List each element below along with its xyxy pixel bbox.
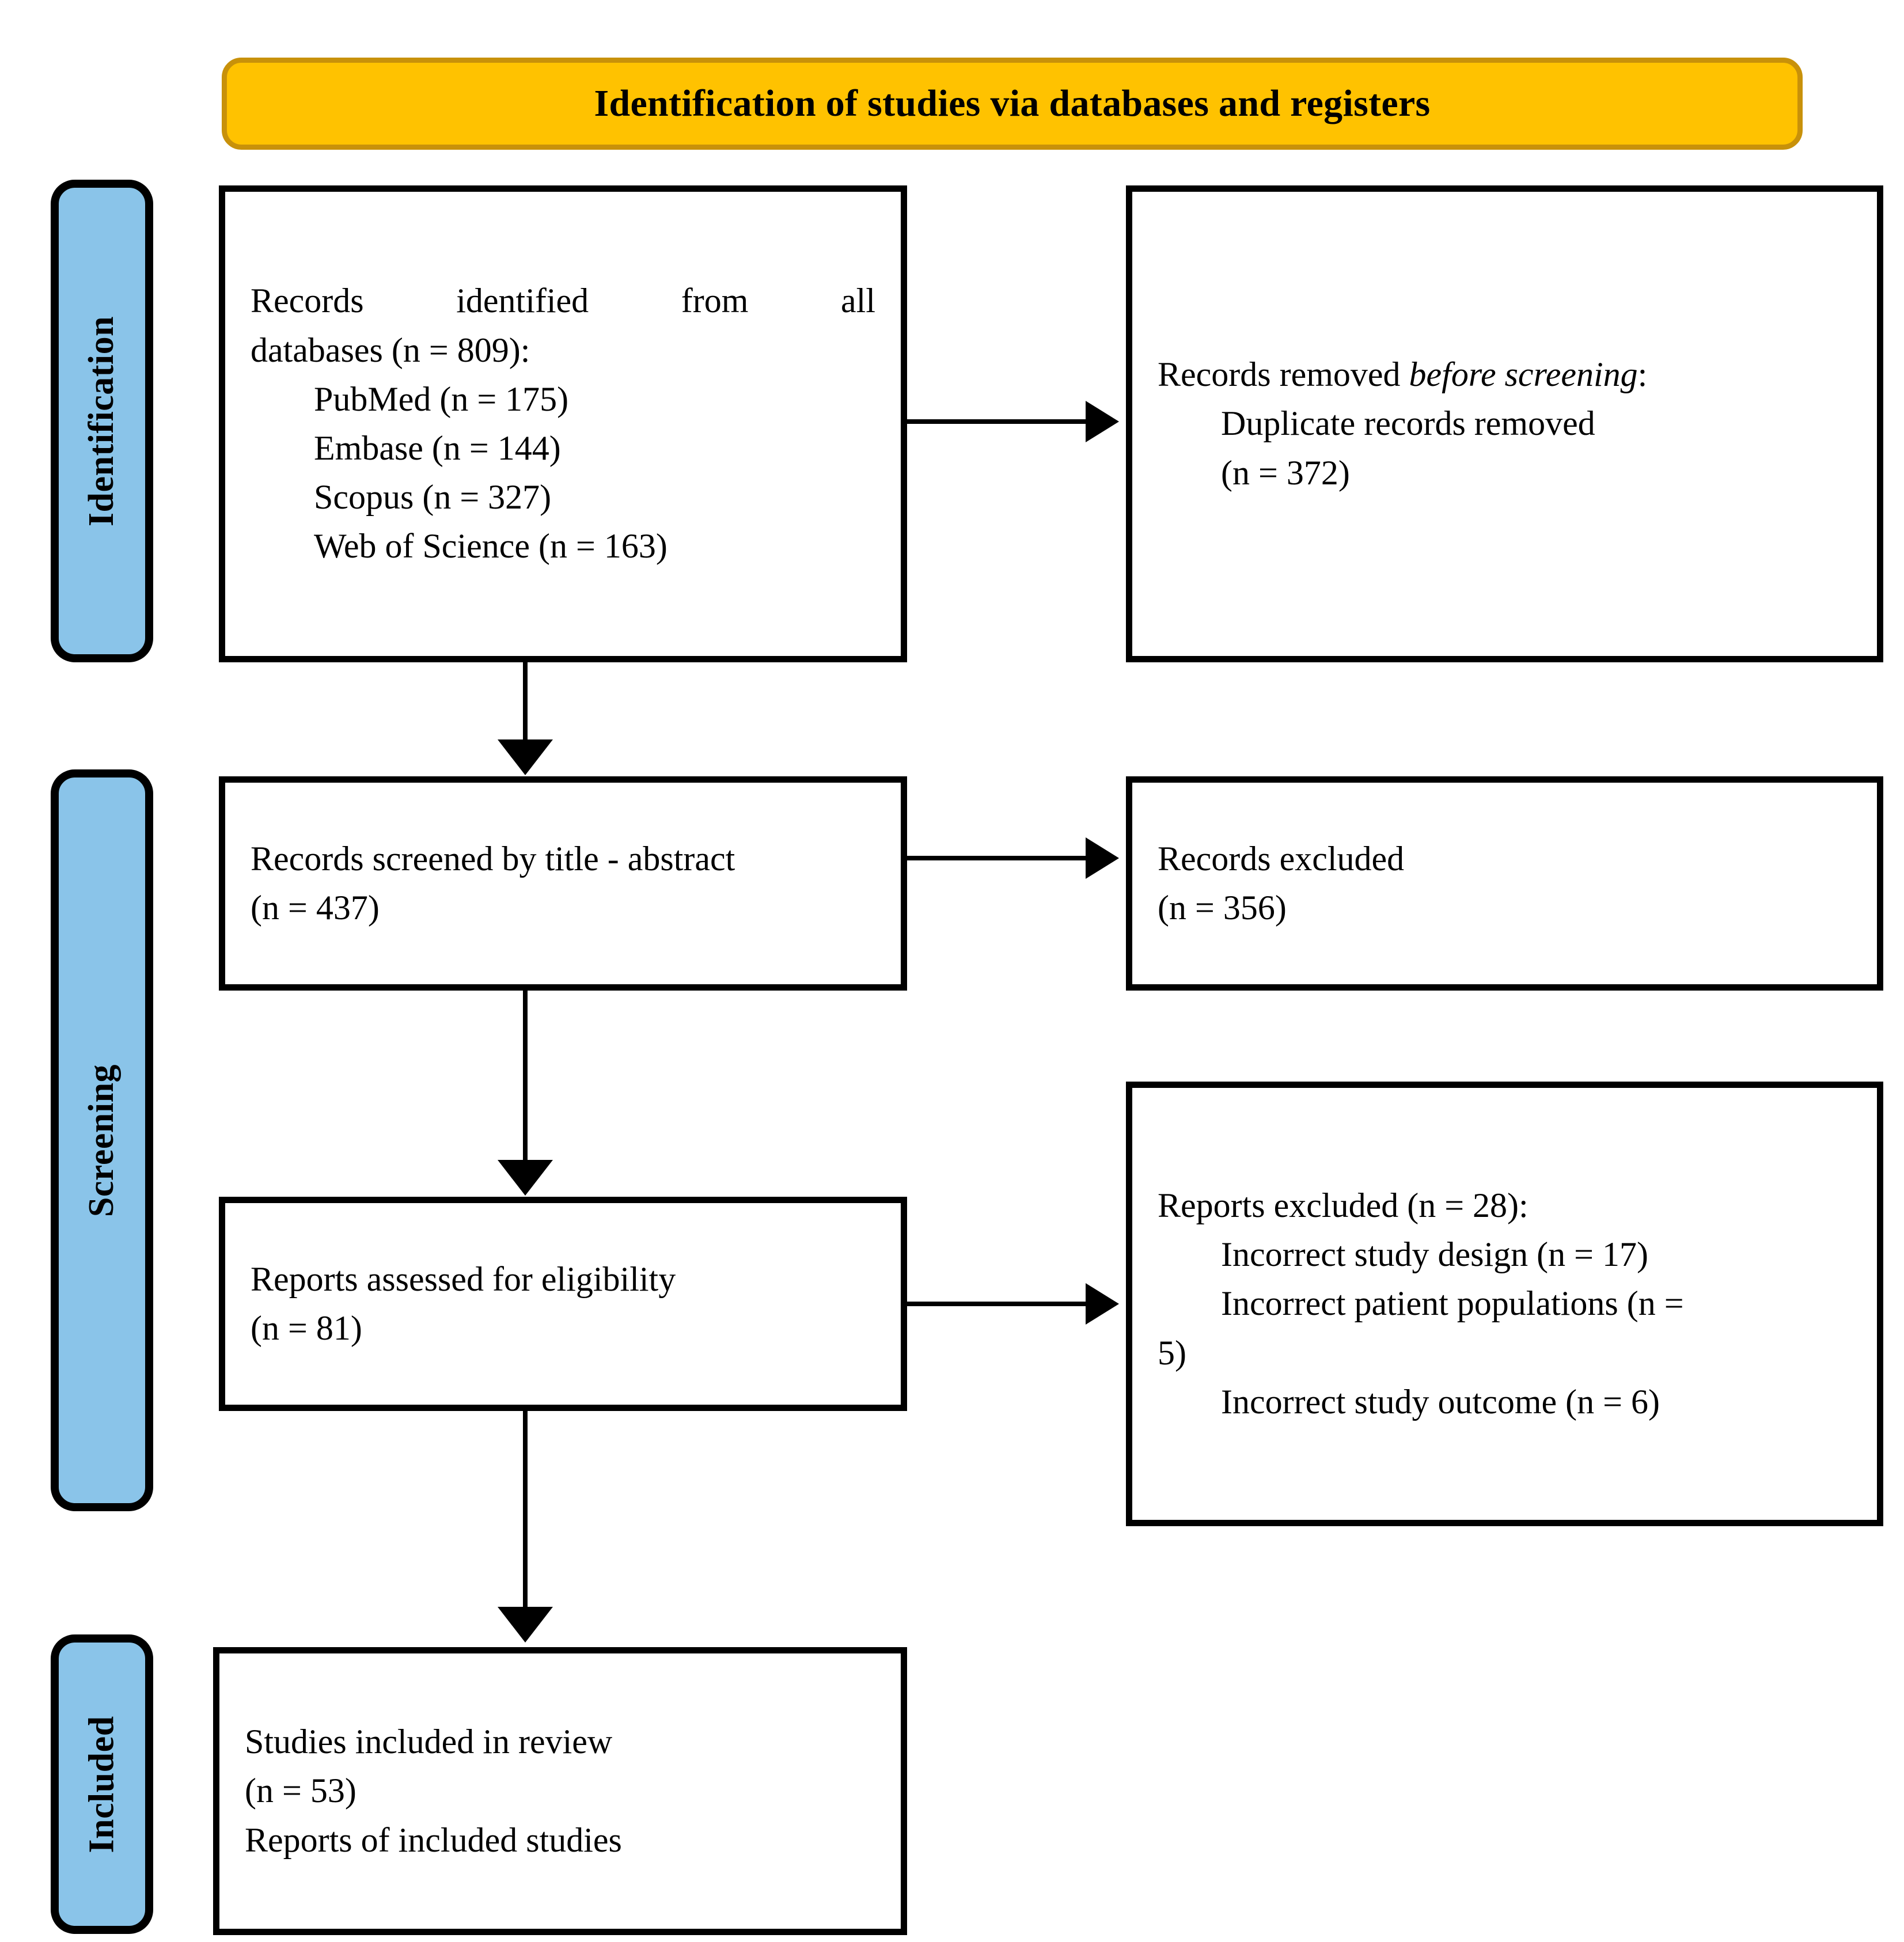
records-identified-line2: databases (n = 809): — [251, 331, 530, 369]
stage-label-included: Included — [51, 1634, 153, 1934]
studies-included-line1: Studies included in review — [245, 1723, 613, 1761]
arrow-shaft — [907, 856, 1086, 860]
reports-excluded-line1: Reports excluded (n = 28): — [1158, 1186, 1528, 1225]
flow-box-records-identified: Records identified from all databases (n… — [219, 185, 907, 662]
arrow-shaft — [907, 419, 1086, 424]
reason-incorrect-study-design: Incorrect study design (n = 17) — [1221, 1235, 1648, 1274]
reports-assessed-line1: Reports assessed for eligibility — [251, 1260, 676, 1298]
studies-included-count: (n = 53) — [245, 1772, 356, 1810]
arrow-shaft — [523, 991, 528, 1162]
records-removed-suffix: : — [1637, 355, 1648, 394]
arrow-head-down-icon — [498, 1160, 553, 1196]
source-scopus: Scopus (n = 327) — [314, 478, 552, 517]
arrow-head-down-icon — [498, 739, 553, 775]
flow-box-records-removed: Records removed before screening: Duplic… — [1126, 185, 1883, 662]
stage-label-text: Screening — [82, 1064, 122, 1217]
source-web-of-science: Web of Science (n = 163) — [314, 527, 667, 566]
records-removed-emphasis: before screening — [1409, 355, 1638, 394]
flow-box-reports-assessed-eligibility: Reports assessed for eligibility (n = 81… — [219, 1197, 907, 1411]
arrow-head-right-icon — [1086, 837, 1119, 879]
source-embase: Embase (n = 144) — [314, 429, 561, 467]
flow-box-records-screened: Records screened by title - abstract (n … — [219, 776, 907, 991]
stage-label-text: Identification — [82, 316, 122, 526]
arrow-head-right-icon — [1086, 401, 1119, 442]
arrow-shaft — [523, 662, 528, 743]
flow-box-records-excluded: Records excluded (n = 356) — [1126, 776, 1883, 991]
duplicate-records-count: (n = 372) — [1221, 453, 1350, 492]
arrow-shaft — [907, 1302, 1086, 1306]
reports-assessed-count: (n = 81) — [251, 1309, 362, 1347]
reason-incorrect-patient-populations-cont: 5) — [1158, 1333, 1186, 1372]
records-identified-line1: Records identified from all — [251, 282, 875, 320]
reason-incorrect-patient-populations: Incorrect patient populations (n = — [1221, 1284, 1684, 1323]
records-excluded-count: (n = 356) — [1158, 889, 1287, 927]
stage-label-identification: Identification — [51, 180, 153, 662]
page-title: Identification of studies via databases … — [594, 82, 1431, 124]
flow-box-studies-included: Studies included in review (n = 53) Repo… — [213, 1647, 907, 1935]
arrow-head-right-icon — [1086, 1283, 1119, 1325]
reports-of-included-studies: Reports of included studies — [245, 1820, 622, 1859]
diagram-header-banner: Identification of studies via databases … — [222, 58, 1803, 150]
duplicate-records-removed: Duplicate records removed — [1221, 404, 1595, 443]
records-removed-line1: Records removed before screening: — [1158, 350, 1852, 399]
records-screened-line1: Records screened by title - abstract — [251, 839, 735, 878]
flow-box-reports-excluded: Reports excluded (n = 28): Incorrect stu… — [1126, 1082, 1883, 1526]
records-removed-prefix: Records removed — [1158, 355, 1409, 394]
arrow-shaft — [523, 1411, 528, 1609]
records-screened-count: (n = 437) — [251, 889, 380, 927]
stage-label-screening: Screening — [51, 769, 153, 1511]
records-excluded-line1: Records excluded — [1158, 839, 1405, 878]
reason-incorrect-study-outcome: Incorrect study outcome (n = 6) — [1221, 1382, 1660, 1421]
stage-label-text: Included — [82, 1715, 122, 1853]
arrow-head-down-icon — [498, 1607, 553, 1643]
source-pubmed: PubMed (n = 175) — [314, 380, 569, 418]
